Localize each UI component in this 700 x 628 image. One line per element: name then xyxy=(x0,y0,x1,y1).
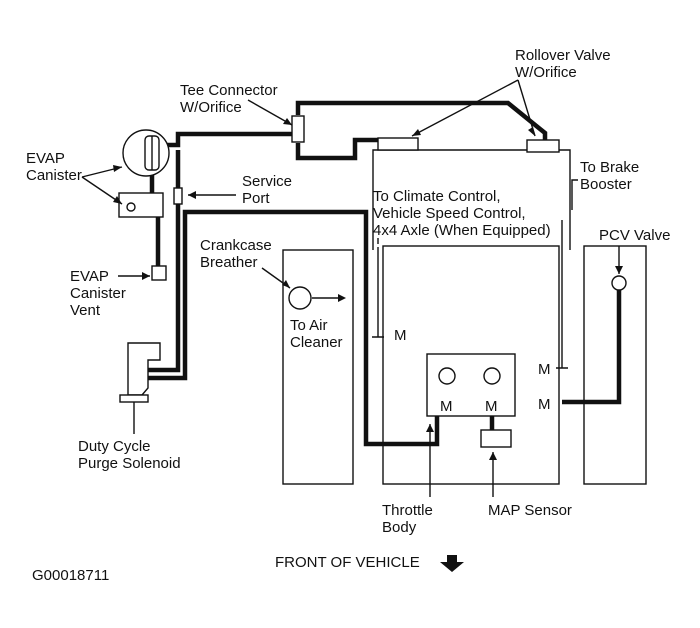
pcv-valve xyxy=(611,275,627,291)
hose-pcv-to-intake xyxy=(562,290,622,405)
air-cleaner-housing xyxy=(282,249,354,485)
to-air-cleaner-label: To Air Cleaner xyxy=(290,317,343,351)
hose-tee-to-rollover-upper xyxy=(295,100,548,142)
throttle-body-label: Throttle Body xyxy=(382,502,437,536)
m-marker-throttle-right: M xyxy=(485,398,498,415)
to-brake-booster-label: To Brake Booster xyxy=(580,159,643,193)
pcv-valve-label: PCV Valve xyxy=(599,227,670,244)
figure-id: G00018711 xyxy=(32,567,109,584)
purge-solenoid-base xyxy=(119,394,149,403)
throttle-bore-left xyxy=(438,367,456,385)
rollover-valve-left xyxy=(377,137,419,151)
evap-canister-label: EVAP Canister xyxy=(26,150,82,184)
line-climate-control xyxy=(372,247,384,338)
front-of-vehicle-label: FRONT OF VEHICLE xyxy=(275,554,420,571)
arrow-to-air-cleaner xyxy=(338,294,346,302)
throttle-bore-right xyxy=(483,367,501,385)
crankcase-breather xyxy=(288,286,312,310)
service-port-label: Service Port xyxy=(242,173,296,207)
evap-canister-body xyxy=(118,192,164,218)
hose-service-port-to-solenoid xyxy=(148,150,181,373)
m-marker-throttle-left: M xyxy=(440,398,453,415)
manifold-rail xyxy=(372,149,571,250)
hose-solenoid-to-throttle xyxy=(148,209,440,447)
evap-canister-vent-label: EVAP Canister Vent xyxy=(70,268,130,319)
evap-canister-vent xyxy=(151,265,167,281)
hose-tee-to-rollover-lower xyxy=(295,137,395,161)
purge-solenoid-label: Duty Cycle Purge Solenoid xyxy=(78,438,181,472)
tee-connector-label: Tee Connector W/Orifice xyxy=(180,82,282,116)
tee-connector xyxy=(291,115,305,143)
evap-canister-port xyxy=(126,202,136,212)
m-marker-brake: M xyxy=(538,361,551,378)
rollover-valve-label: Rollover Valve W/Orifice xyxy=(515,47,615,81)
to-climate-control-label: To Climate Control, Vehicle Speed Contro… xyxy=(373,188,551,239)
service-port xyxy=(173,187,183,205)
rollover-valve-right xyxy=(526,139,560,153)
line-brake-booster xyxy=(556,220,568,369)
crankcase-breather-label: Crankcase Breather xyxy=(200,237,276,271)
map-sensor xyxy=(480,429,512,448)
front-arrow-icon xyxy=(440,555,464,572)
hose-canister-to-tee xyxy=(162,131,292,148)
m-marker-pcv: M xyxy=(538,396,551,413)
throttle-body xyxy=(426,353,516,417)
m-marker-climate: M xyxy=(394,327,407,344)
map-sensor-label: MAP Sensor xyxy=(488,502,572,519)
